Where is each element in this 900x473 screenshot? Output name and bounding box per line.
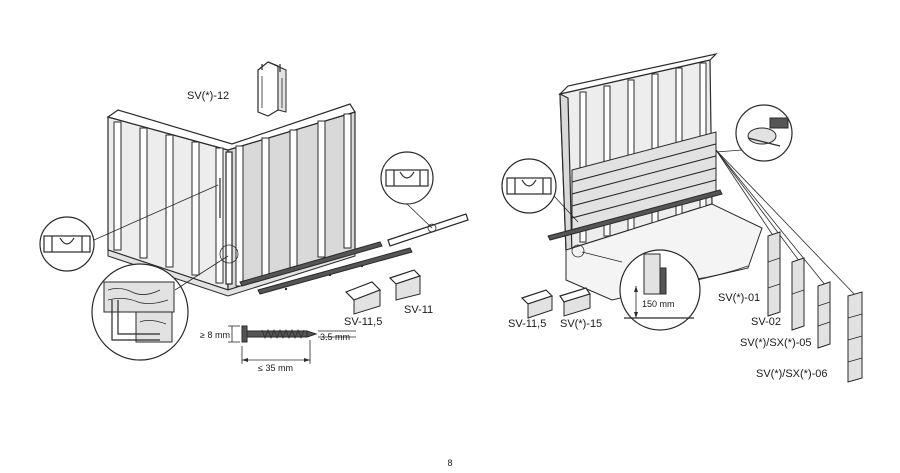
level-detail-left [39, 178, 221, 272]
label-sv11-5: SV-11,5 [344, 316, 382, 328]
label-screw-diameter: 3.5 mm [320, 332, 350, 342]
part-sv11 [388, 269, 422, 301]
panel-sv01 [767, 231, 781, 317]
starter-rails [239, 213, 469, 295]
right-wall-top [558, 52, 718, 96]
panel-guide-lines [715, 149, 857, 297]
label-screw-head: ≥ 8 mm [200, 330, 230, 340]
label-sv11: SV-11 [404, 304, 433, 316]
left-illustration: SV(*)-12 SV-11,5 SV-11 [39, 61, 469, 373]
label-sv15: SV(*)-15 [560, 318, 602, 330]
level-detail-right-wall [501, 158, 579, 223]
label-sv11-5-right: SV-11,5 [508, 318, 546, 330]
corner-piece-sv12 [257, 61, 287, 117]
level-detail-right [380, 151, 437, 233]
part-sv15 [559, 287, 591, 317]
wall-top-edge [106, 103, 356, 151]
installed-panels [571, 131, 717, 231]
label-sv05: SV(*)/SX(*)-05 [740, 337, 812, 349]
panel-sv06 [847, 291, 863, 383]
wall-base [107, 249, 356, 297]
gap-detail [571, 244, 701, 331]
corner-trim-installed [225, 151, 233, 285]
right-illustration: SV(*)-01 SV-02 SV(*)/SX(*)-05 SV(*)/SX(*… [501, 52, 863, 383]
panel-sv05 [817, 281, 831, 349]
saw-detail [715, 104, 793, 162]
label-sv01: SV(*)-01 [718, 292, 760, 304]
label-sv02: SV-02 [751, 316, 781, 328]
part-sv11-5-right [520, 289, 554, 319]
label-gap: 150 mm [642, 299, 675, 309]
screw-dimensions [228, 325, 356, 364]
label-screw-length: ≤ 35 mm [258, 363, 293, 373]
panel-sv02 [791, 257, 805, 331]
label-sv12: SV(*)-12 [187, 90, 229, 102]
page-number: 8 [447, 458, 452, 468]
part-sv11-5 [344, 281, 382, 315]
label-sv06: SV(*)/SX(*)-06 [756, 368, 828, 380]
corner-section-detail [91, 244, 239, 361]
starter-rail-right [547, 189, 723, 241]
screw-icon [241, 325, 318, 343]
